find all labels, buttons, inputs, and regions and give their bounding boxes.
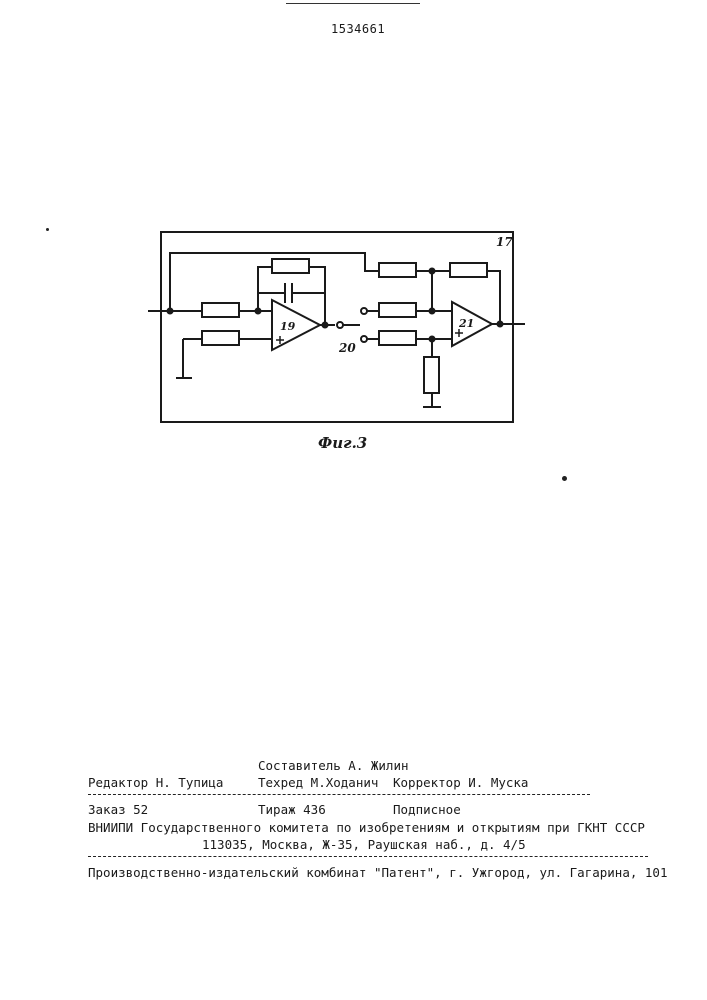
top-rule — [286, 3, 420, 4]
patent-number: 1534661 — [331, 22, 385, 36]
junction-dot — [498, 322, 503, 327]
printer: Производственно-издательский комбинат "П… — [88, 866, 667, 880]
divider — [88, 794, 590, 795]
subscription: Подписное — [393, 803, 461, 817]
label-block-17: 17 — [496, 235, 513, 249]
editor: Редактор Н. Тупица — [88, 776, 223, 790]
junction-dot — [323, 323, 328, 328]
switch-contact — [337, 322, 343, 328]
order: Заказ 52 — [88, 803, 148, 817]
corrector: Корректор И. Муска — [393, 776, 528, 790]
resistor — [379, 263, 416, 277]
divider — [88, 856, 648, 857]
junction-dot — [430, 309, 435, 314]
compiler: Составитель А. Жилин — [258, 759, 409, 773]
resistor — [202, 303, 239, 317]
resistor — [424, 357, 439, 393]
resistor — [450, 263, 487, 277]
stray-dot — [562, 476, 567, 481]
figure-caption: Фиг.3 — [318, 436, 367, 450]
stray-dot — [46, 228, 49, 231]
label-amp-19: 19 — [280, 320, 296, 333]
resistor — [379, 331, 416, 345]
label-switch-20: 20 — [338, 341, 356, 355]
switch-contact — [361, 336, 367, 342]
address: 113035, Москва, Ж-35, Раушская наб., д. … — [202, 838, 526, 852]
resistor — [202, 331, 239, 345]
circulation: Тираж 436 — [258, 803, 326, 817]
tech-editor: Техред М.Ходанич — [258, 776, 378, 790]
circuit-diagram: 17 19 20 21 — [140, 205, 530, 430]
resistor — [272, 259, 309, 273]
resistor — [379, 303, 416, 317]
institute: ВНИИПИ Государственного комитета по изоб… — [88, 821, 645, 835]
label-amp-21: 21 — [458, 317, 474, 330]
switch-contact — [361, 308, 367, 314]
